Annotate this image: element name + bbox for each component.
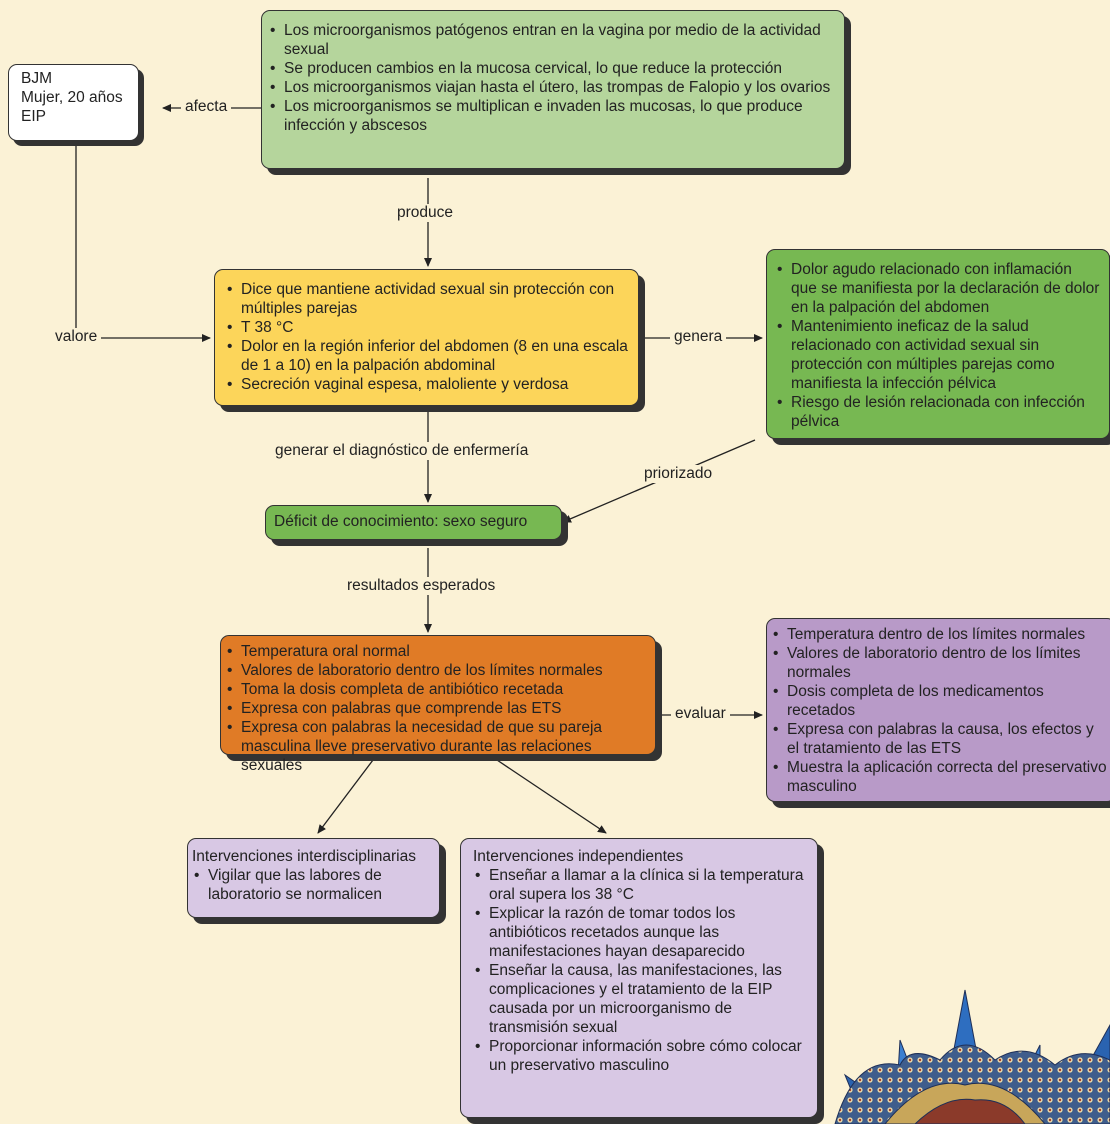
label-evaluar: evaluar: [671, 705, 730, 723]
list-item: Temperatura oral normal: [225, 642, 647, 661]
decorative-artwork: [825, 985, 1110, 1124]
list-item: Valores de laboratorio dentro de los lím…: [771, 644, 1109, 682]
diagnoses-box: Dolor agudo relacionado con inflamación …: [766, 249, 1110, 439]
pathophysiology-box: Los microorganismos patógenos entran en …: [261, 10, 845, 169]
list-item: Enseñar la causa, las manifestaciones, l…: [473, 961, 809, 1037]
list-item: Los microorganismos patógenos entran en …: [268, 21, 836, 59]
list-item: Se producen cambios en la mucosa cervica…: [268, 59, 836, 78]
independent-title: Intervenciones independientes: [473, 848, 684, 865]
patient-initials: BJM: [21, 70, 52, 87]
priority-diagnosis-text: Déficit de conocimiento: sexo seguro: [274, 513, 528, 530]
list-item: Temperatura dentro de los límites normal…: [771, 625, 1109, 644]
label-priorizado: priorizado: [640, 465, 717, 483]
label-resultados-esperados: resultados esperados: [343, 577, 500, 595]
list-item: Explicar la razón de tomar todos los ant…: [473, 904, 809, 961]
list-item: Expresa con palabras la necesidad de que…: [225, 718, 647, 775]
label-afecta: afecta: [181, 98, 232, 116]
list-item: Los microorganismos se multiplican e inv…: [268, 97, 836, 135]
list-item: Expresa con palabras que comprende las E…: [225, 699, 647, 718]
list-item: Dolor agudo relacionado con inflamación …: [775, 260, 1101, 317]
interdisciplinary-box: Intervenciones interdisciplinarias Vigil…: [187, 838, 440, 918]
list-item: T 38 °C: [225, 318, 628, 337]
interdisciplinary-title: Intervenciones interdisciplinarias: [192, 848, 417, 865]
list-item: Dosis completa de los medicamentos recet…: [771, 682, 1109, 720]
outcomes-box: Temperatura oral normal Valores de labor…: [220, 635, 656, 774]
patient-condition: EIP: [21, 108, 46, 125]
list-item: Toma la dosis completa de antibiótico re…: [225, 680, 647, 699]
list-item: Mantenimiento ineficaz de la salud relac…: [775, 317, 1101, 393]
list-item: Riesgo de lesión relacionada con infecci…: [775, 393, 1101, 431]
list-item: Dolor en la región inferior del abdomen …: [225, 337, 628, 375]
list-item: Expresa con palabras la causa, los efect…: [771, 720, 1109, 758]
patient-description: Mujer, 20 años: [21, 89, 123, 106]
patient-box: BJM Mujer, 20 años EIP: [8, 64, 139, 141]
priority-diagnosis-box: Déficit de conocimiento: sexo seguro: [265, 505, 562, 540]
list-item: Dice que mantiene actividad sexual sin p…: [225, 280, 628, 318]
independent-box: Intervenciones independientes Enseñar a …: [460, 838, 818, 1118]
list-item: Enseñar a llamar a la clínica si la temp…: [473, 866, 809, 904]
list-item: Vigilar que las labores de laboratorio s…: [192, 866, 435, 904]
list-item: Proporcionar información sobre cómo colo…: [473, 1037, 809, 1075]
list-item: Muestra la aplicación correcta del prese…: [771, 758, 1109, 796]
list-item: Los microorganismos viajan hasta el úter…: [268, 78, 836, 97]
label-genera: genera: [670, 328, 727, 346]
label-produce: produce: [393, 204, 458, 222]
label-valore: valore: [51, 328, 102, 346]
assessment-box: Dice que mantiene actividad sexual sin p…: [214, 269, 639, 406]
list-item: Valores de laboratorio dentro de los lím…: [225, 661, 647, 680]
list-item: Secreción vaginal espesa, maloliente y v…: [225, 375, 628, 394]
evaluation-box: Temperatura dentro de los límites normal…: [766, 618, 1110, 802]
label-generar-diagnostico: generar el diagnóstico de enfermería: [271, 442, 533, 460]
